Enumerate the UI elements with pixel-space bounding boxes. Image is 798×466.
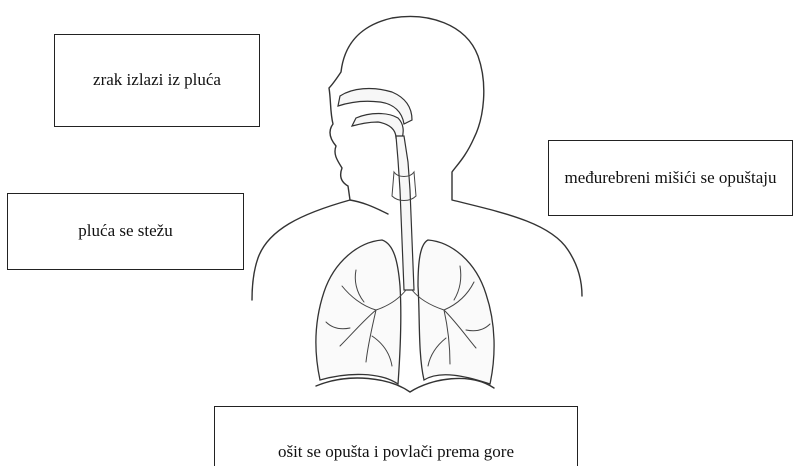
diaphragm (316, 378, 494, 392)
oral-airway (352, 114, 403, 139)
label-text: zrak izlazi iz pluća (93, 69, 221, 91)
label-box-intercostal-muscles-relax: međurebreni mišići se opuštaju (548, 140, 793, 216)
label-box-air-exits-lungs: zrak izlazi iz pluća (54, 34, 260, 127)
label-text: ošit se opušta i povlači prema gore (278, 441, 514, 463)
left-lung (316, 240, 401, 384)
label-text: pluća se stežu (78, 220, 172, 242)
right-lung (418, 240, 494, 384)
label-box-diaphragm-relaxes: ošit se opušta i povlači prema gore (214, 406, 578, 466)
label-text: međurebreni mišići se opuštaju (565, 167, 777, 189)
label-box-lungs-contract: pluća se stežu (7, 193, 244, 270)
trachea (396, 136, 414, 290)
